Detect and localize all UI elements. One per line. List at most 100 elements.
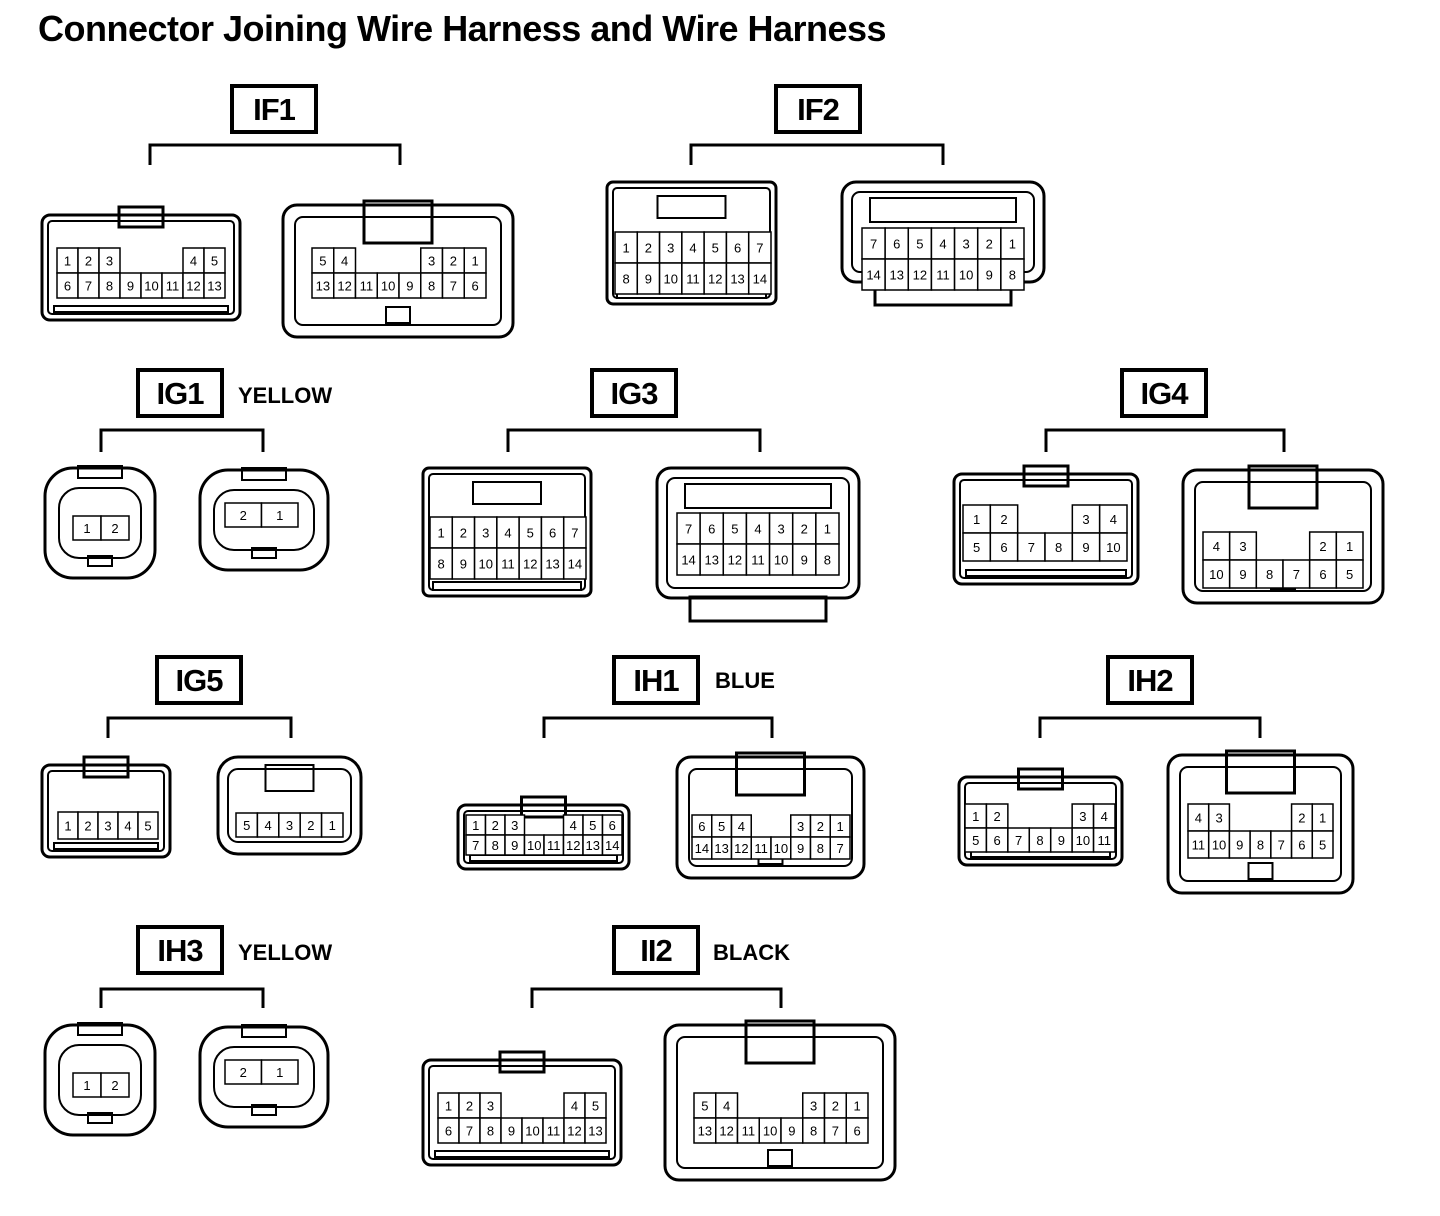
pin-cell: [72, 1072, 102, 1098]
pin-number: 6: [1319, 567, 1326, 582]
pin-number: 6: [994, 833, 1001, 848]
pin-number: 5: [916, 237, 923, 252]
pin-number: 12: [734, 841, 748, 856]
pin-number: 1: [972, 809, 979, 824]
pin-number: 1: [1346, 539, 1353, 554]
connector-code: IG1: [157, 376, 205, 411]
pin-number: 8: [1055, 540, 1062, 555]
pin-number: 3: [286, 818, 293, 833]
pin-number: 7: [1028, 540, 1035, 555]
pin-number: 2: [111, 1078, 118, 1093]
pin-number: 3: [428, 254, 435, 269]
pin-number: 7: [1015, 833, 1022, 848]
pin-number: 9: [1058, 833, 1065, 848]
pair-bracket: [99, 987, 265, 1008]
pin-number: 12: [567, 1124, 581, 1139]
pin-number: 9: [645, 272, 652, 287]
pin-number: 5: [972, 833, 979, 848]
pin-number: 6: [708, 522, 715, 537]
pin-number: 5: [144, 819, 151, 834]
pin-number: 2: [1298, 811, 1305, 826]
pin-cell: [1335, 531, 1364, 561]
pin-number: 3: [1239, 539, 1246, 554]
pin-cell: [1311, 830, 1334, 859]
pin-number: 4: [1110, 512, 1117, 527]
connector-code-box: [136, 368, 224, 418]
pin-number: 5: [712, 241, 719, 256]
pin-number: 1: [83, 521, 90, 536]
pin-number: 1: [837, 819, 844, 834]
pin-number: 9: [1082, 540, 1089, 555]
pin-number: 1: [83, 1078, 90, 1093]
page-title: Connector Joining Wire Harness and Wire …: [38, 8, 887, 49]
pin-number: 6: [549, 526, 556, 541]
pin-number: 14: [681, 553, 695, 568]
pin-number: 2: [986, 237, 993, 252]
pin-cell: [203, 272, 226, 299]
pin-cell: [72, 515, 102, 541]
pin-number: 2: [994, 809, 1001, 824]
pin-number: 12: [708, 272, 722, 287]
pin-number: 8: [1036, 833, 1043, 848]
pin-number: 5: [527, 526, 534, 541]
connector-code: IG4: [1141, 376, 1190, 411]
pin-number: 13: [316, 279, 330, 294]
pin-number: 5: [701, 1099, 708, 1114]
pin-cell: [1308, 559, 1338, 589]
pin-number: 1: [854, 1099, 861, 1114]
pin-number: 1: [438, 526, 445, 541]
pin-number: 2: [1319, 539, 1326, 554]
pin-number: 8: [824, 553, 831, 568]
pin-number: 1: [276, 1065, 283, 1080]
pin-number: 11: [547, 1124, 561, 1139]
pin-number: 8: [1257, 838, 1264, 853]
pin-number: 8: [1009, 268, 1016, 283]
pin-number: 11: [166, 279, 180, 294]
pin-number: 2: [492, 818, 499, 833]
connector-code-box: [136, 925, 224, 975]
pin-number: 7: [685, 522, 692, 537]
pin-number: 10: [663, 272, 677, 287]
connector-color: BLACK: [713, 940, 790, 965]
pin-number: 1: [1009, 237, 1016, 252]
pin-cell: [601, 834, 623, 856]
pin-number: 13: [730, 272, 744, 287]
pin-number: 10: [774, 841, 788, 856]
pin-number: 6: [64, 279, 71, 294]
pin-cell: [1335, 559, 1364, 589]
pin-number: 12: [566, 838, 580, 853]
pin-number: 9: [127, 279, 134, 294]
pin-number: 7: [450, 279, 457, 294]
connector-code-box: [774, 84, 862, 134]
pin-number: 2: [240, 508, 247, 523]
pin-number: 13: [586, 838, 600, 853]
pin-cell: [463, 272, 487, 299]
pin-cell: [584, 1117, 607, 1144]
connector-color: YELLOW: [238, 383, 332, 408]
pin-number: 8: [817, 841, 824, 856]
connector-code-box: [612, 655, 700, 705]
pin-cell: [1228, 559, 1258, 589]
pin-number: 7: [85, 279, 92, 294]
pin-number: 1: [472, 254, 479, 269]
pin-number: 9: [788, 1124, 795, 1139]
pin-number: 10: [1076, 833, 1090, 848]
pin-number: 2: [817, 819, 824, 834]
pin-number: 7: [756, 241, 763, 256]
pin-number: 11: [501, 557, 515, 572]
pin-number: 14: [753, 272, 767, 287]
pin-cell: [320, 812, 344, 838]
pin-number: 4: [264, 818, 271, 833]
pin-number: 5: [319, 254, 326, 269]
pin-number: 12: [523, 557, 537, 572]
pair-bracket: [99, 428, 265, 452]
pin-number: 6: [734, 241, 741, 256]
connector-code-box: [1106, 655, 1194, 705]
pin-number: 5: [211, 254, 218, 269]
